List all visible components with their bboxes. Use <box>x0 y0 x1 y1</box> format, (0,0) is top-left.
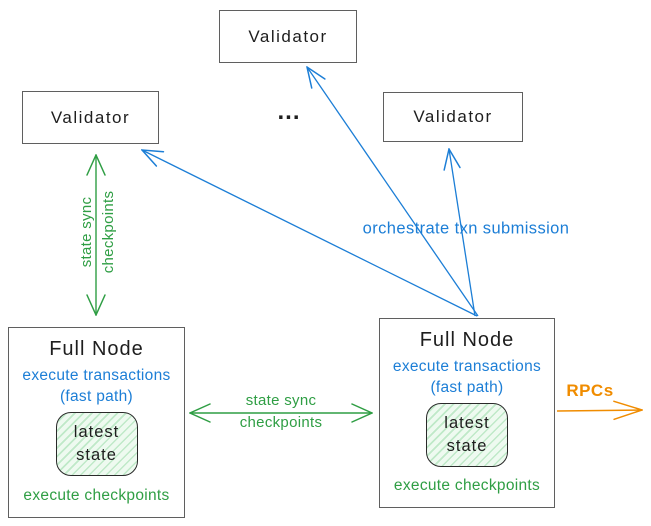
latest-state-label: latest state <box>444 414 490 455</box>
validator-label: Validator <box>248 26 328 46</box>
fast-path-label: (fast path) <box>59 388 134 405</box>
validator-label: Validator <box>413 107 493 126</box>
full-node-left-box: Full Node execute transactions (fast pat… <box>8 327 185 518</box>
fast-path-label: (fast path) <box>430 379 504 396</box>
latest-state-label: latest state <box>73 423 120 464</box>
rpcs-label: RPCs <box>566 381 614 400</box>
fast-path-block: execute transactions (fast path) <box>393 356 541 398</box>
latest-state-box: latest state <box>426 403 508 467</box>
state-sync-vertical-label: state sync checkpoints <box>78 190 117 274</box>
full-node-title: Full Node <box>49 338 144 360</box>
fast-path-block: execute transactions (fast path) <box>22 365 170 407</box>
full-node-right-box: Full Node execute transactions (fast pat… <box>379 318 555 508</box>
latest-state-box: latest state <box>55 412 138 476</box>
full-node-title: Full Node <box>419 329 515 351</box>
validator-box-top: Validator <box>219 10 357 63</box>
rpcs-arrow <box>556 410 642 411</box>
execute-transactions-label: execute transactions <box>22 367 171 384</box>
execute-checkpoints-label: execute checkpoints <box>23 487 170 504</box>
orchestrate-label: orchestrate txn submission <box>362 219 570 238</box>
validator-label: Validator <box>50 107 131 127</box>
validator-box-right: Validator <box>383 92 523 142</box>
execute-transactions-label: execute transactions <box>392 358 542 375</box>
ellipsis-label: ... <box>277 98 301 125</box>
validator-box-left: Validator <box>22 91 159 144</box>
execute-checkpoints-label: execute checkpoints <box>393 477 541 494</box>
state-sync-horizontal-label: state sync checkpoints <box>239 392 323 431</box>
